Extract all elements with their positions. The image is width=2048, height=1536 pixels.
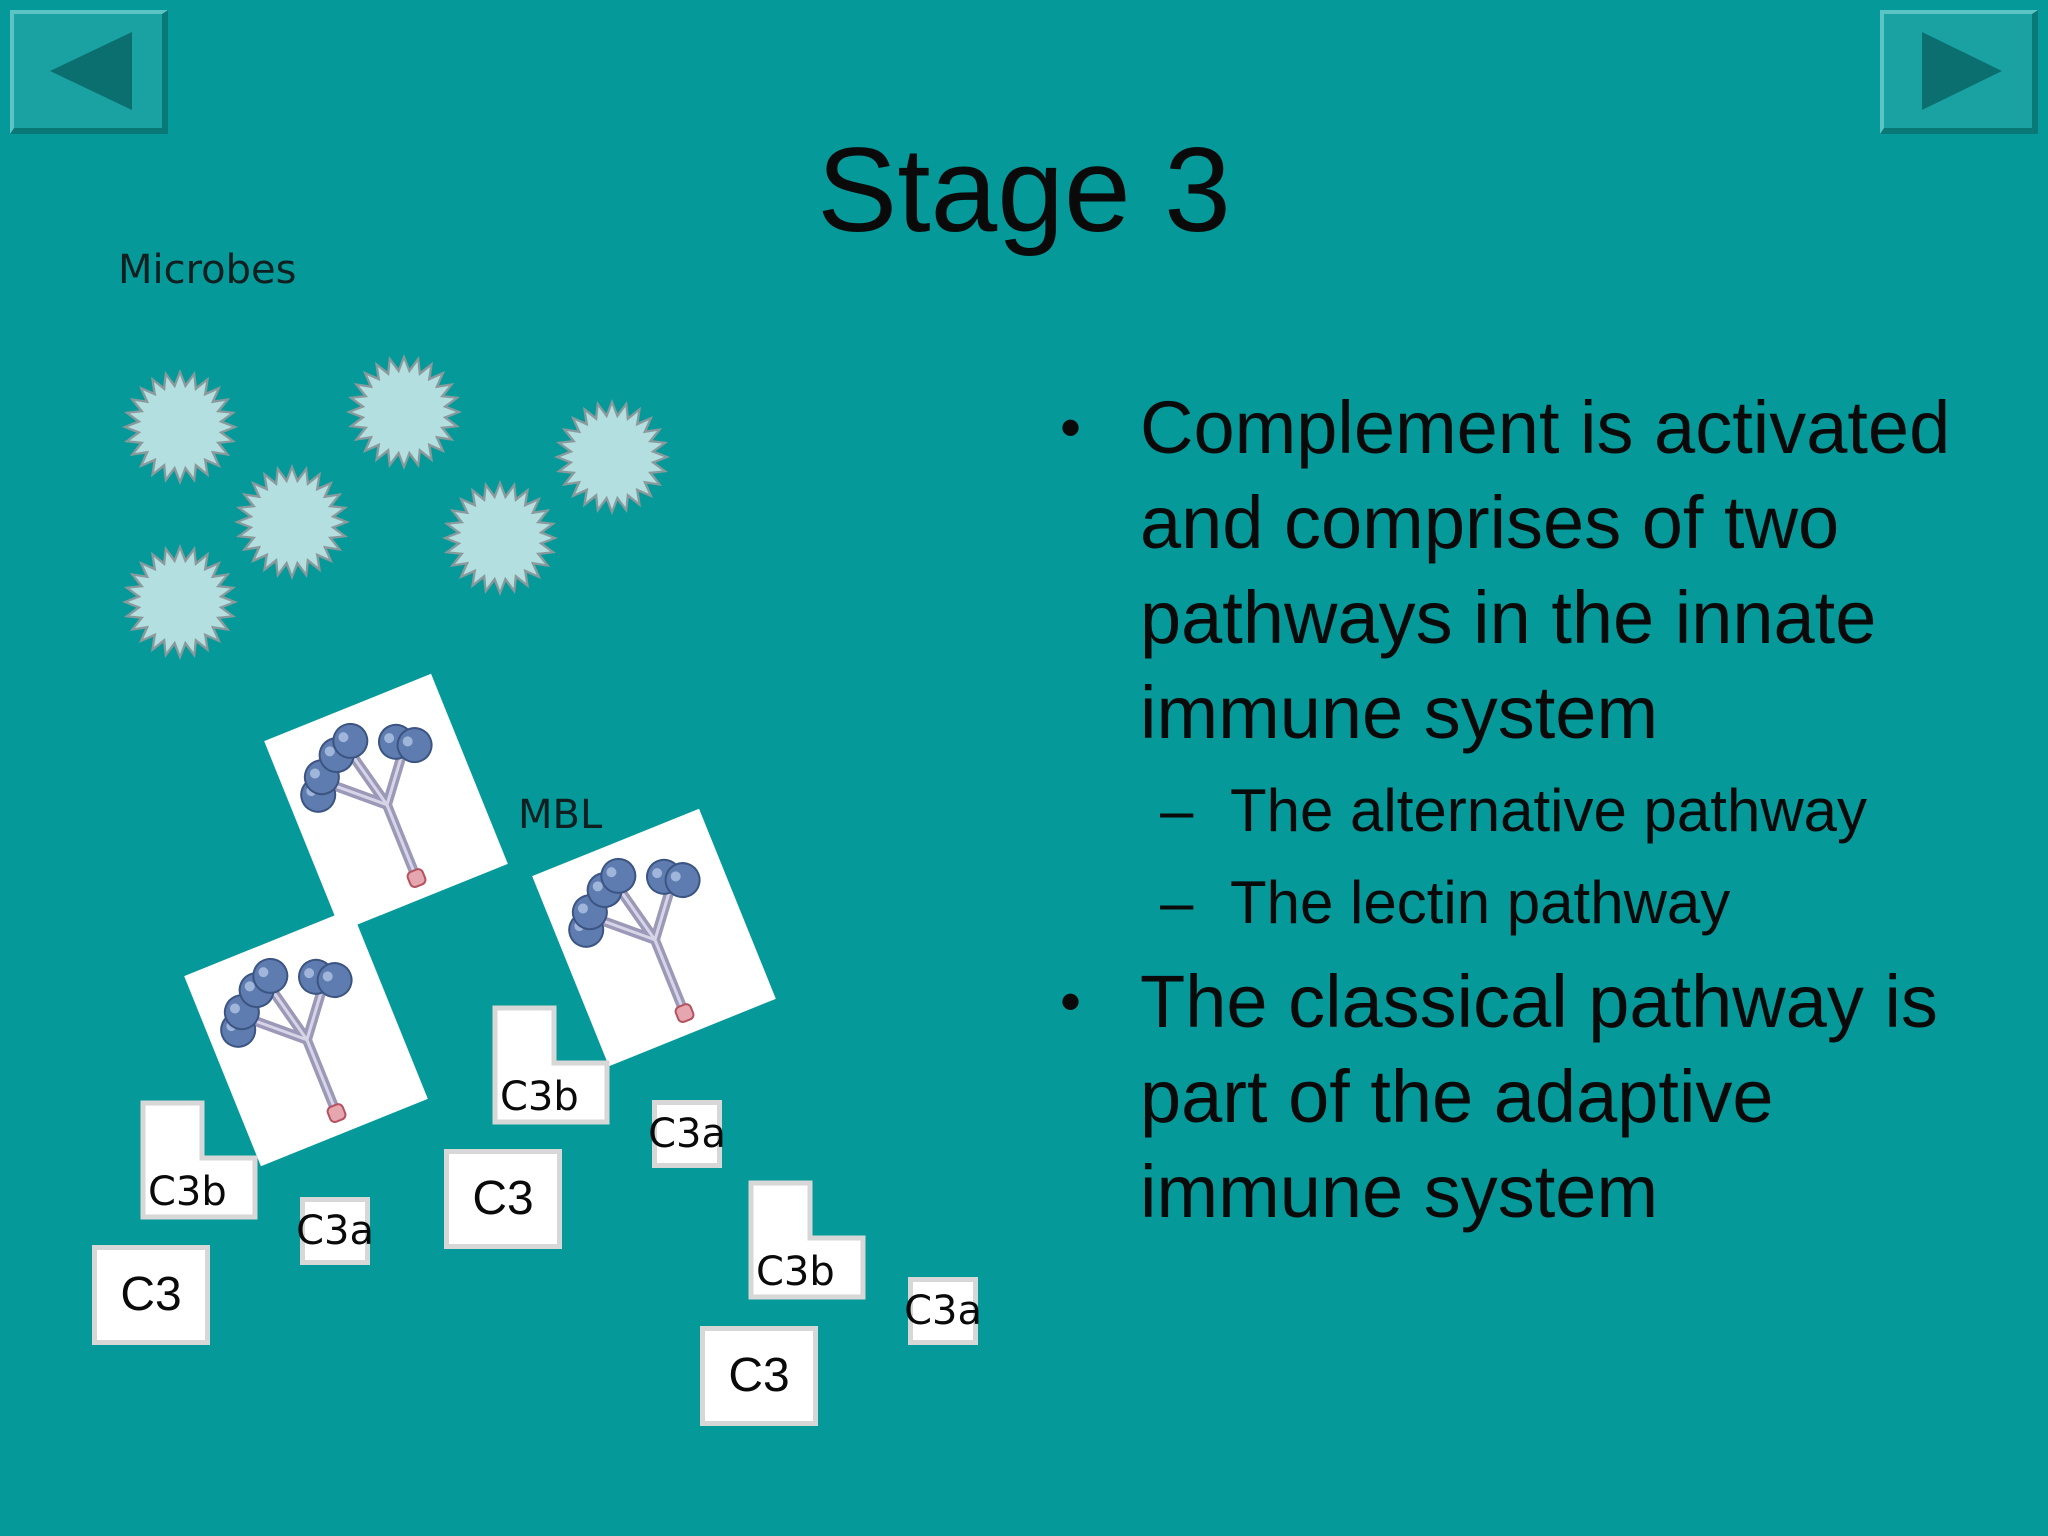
sub-bullet-text: The alternative pathway [1230,777,1868,844]
bullet-dot: • [1060,394,1082,461]
triangle-left-icon [50,32,132,110]
sub-bullet-text: The lectin pathway [1230,869,1731,936]
mbl-label: MBL [518,792,603,838]
bullet-list: • Complement is activated and comprises … [1050,380,2010,1239]
bullet-text: Complement is activated and comprises of… [1140,386,1951,754]
microbe-icon [234,464,350,580]
bullet-item: • The classical pathway is part of the a… [1050,954,2010,1239]
c3a-fragment: C3a [296,1197,374,1265]
sub-bullet-item: – The lectin pathway [1050,862,2010,944]
c3a-fragment: C3a [904,1277,982,1345]
microbe-icon [346,354,462,470]
microbe-icon [554,399,670,515]
dash-marker: – [1160,869,1194,936]
mbl-molecule-icon [220,957,353,1123]
c3b-label: C3b [148,1169,227,1215]
sub-bullet-item: – The alternative pathway [1050,770,2010,852]
slide-title: Stage 3 [817,123,1231,257]
microbe-icon [442,480,558,596]
dash-marker: – [1160,777,1194,844]
c3-protein: C3 [92,1245,210,1345]
microbe-icon [122,369,238,485]
next-slide-button[interactable] [1880,10,2038,134]
c3b-fragment: C3b [748,1180,866,1300]
triangle-right-icon [1922,32,2002,110]
c3-protein: C3 [700,1326,818,1426]
microbes-label: Microbes [118,247,297,293]
previous-slide-button[interactable] [10,10,168,134]
c3-protein: C3 [444,1149,562,1249]
mbl-molecule [264,673,508,932]
mbl-molecule [532,808,776,1067]
c3b-fragment: C3b [492,1005,610,1125]
c3a-fragment: C3a [648,1100,726,1168]
mbl-molecule [184,908,428,1167]
bullet-text: The classical pathway is part of the ada… [1140,960,1938,1233]
bullet-dot: • [1060,968,1082,1035]
c3b-label: C3b [500,1074,579,1120]
c3b-fragment: C3b [140,1100,258,1220]
c3b-label: C3b [756,1249,835,1295]
mbl-molecule-icon [300,722,433,888]
bullet-item: • Complement is activated and comprises … [1050,380,2010,760]
mbl-molecule-icon [568,857,701,1023]
microbe-icon [122,544,238,660]
